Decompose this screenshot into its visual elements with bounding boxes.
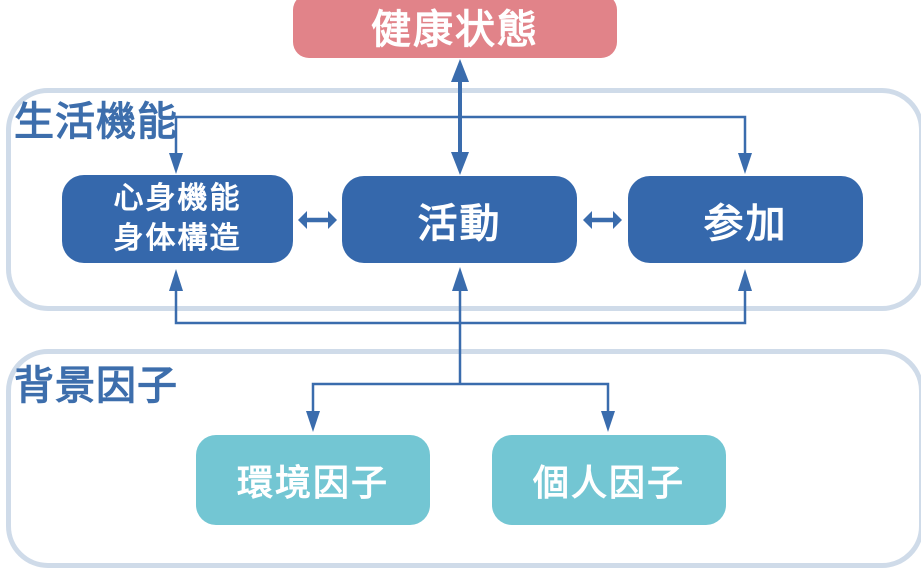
life-functions-label: 生活機能 xyxy=(14,99,178,145)
activity-label: 活動 xyxy=(417,200,502,247)
contextual-factors-label: 背景因子 xyxy=(14,363,178,409)
participation-box: 参加 xyxy=(628,176,863,263)
participation-label: 参加 xyxy=(703,200,788,247)
activity-box: 活動 xyxy=(342,176,577,263)
health-condition-label: 健康状態 xyxy=(371,7,539,53)
body-functions-structures-box: 心身機能 身体構造 xyxy=(62,175,293,263)
body-functions-line: 心身機能 xyxy=(113,181,242,217)
contextual-factors-container xyxy=(6,349,921,568)
environmental-factors-label: 環境因子 xyxy=(236,463,389,504)
environmental-factors-box: 環境因子 xyxy=(196,435,430,525)
body-functions-structures-label: 心身機能 身体構造 xyxy=(114,179,242,258)
personal-factors-box: 個人因子 xyxy=(492,435,726,525)
health-condition-box: 健康状態 xyxy=(293,0,617,58)
personal-factors-label: 個人因子 xyxy=(532,463,685,504)
body-structures-line: 身体構造 xyxy=(113,221,242,256)
